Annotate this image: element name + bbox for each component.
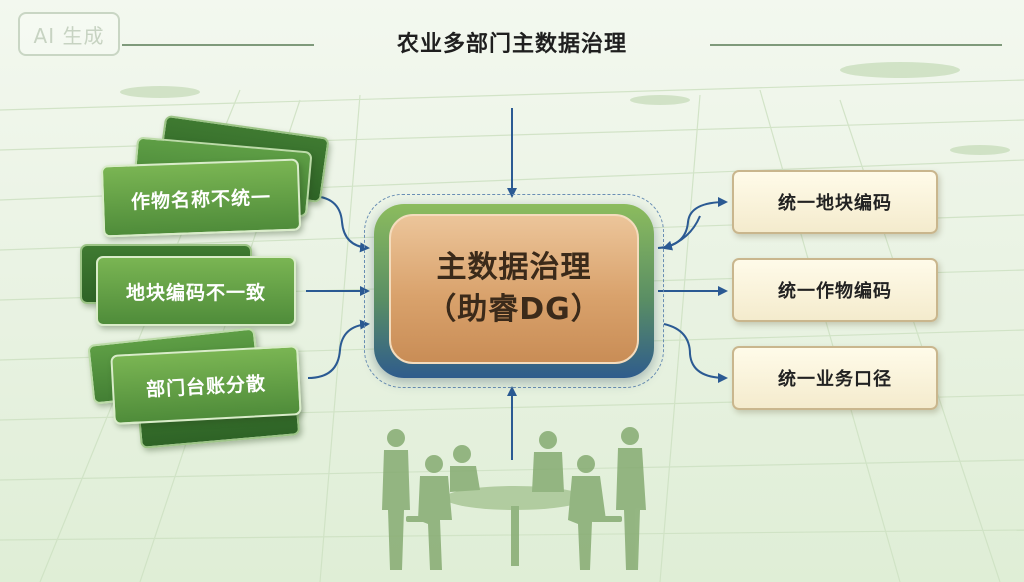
- problem-card-crop-name: 作物名称不统一: [100, 158, 302, 238]
- outcome-card-plot-code: 统一地块编码: [732, 170, 938, 234]
- outcome-label: 统一作物编码: [778, 281, 892, 302]
- page-title: 农业多部门主数据治理: [396, 32, 627, 57]
- title-rule-right: [710, 44, 1002, 46]
- outcome-label: 统一业务口径: [778, 369, 892, 390]
- center-subtitle: （助睿DG）: [426, 292, 602, 327]
- problem-card-plot-code: 地块编码不一致: [96, 256, 296, 326]
- outcome-card-business-caliber: 统一业务口径: [732, 346, 938, 410]
- center-title: 主数据治理: [436, 250, 592, 285]
- meeting-people-illustration: [382, 427, 646, 570]
- problem-card-ledgers: 部门台账分散: [110, 345, 302, 425]
- problem-label: 地块编码不一致: [125, 281, 266, 304]
- center-dashed-ring: [364, 194, 664, 388]
- center-box: 主数据治理 （助睿DG）: [389, 214, 639, 364]
- problem-label: 部门台账分散: [145, 372, 267, 401]
- outcome-label: 统一地块编码: [778, 193, 892, 214]
- title-rule-left: [122, 44, 314, 46]
- problem-label: 作物名称不统一: [130, 186, 272, 213]
- outcome-card-crop-code: 统一作物编码: [732, 258, 938, 322]
- ai-generated-badge: AI 生成: [18, 12, 120, 56]
